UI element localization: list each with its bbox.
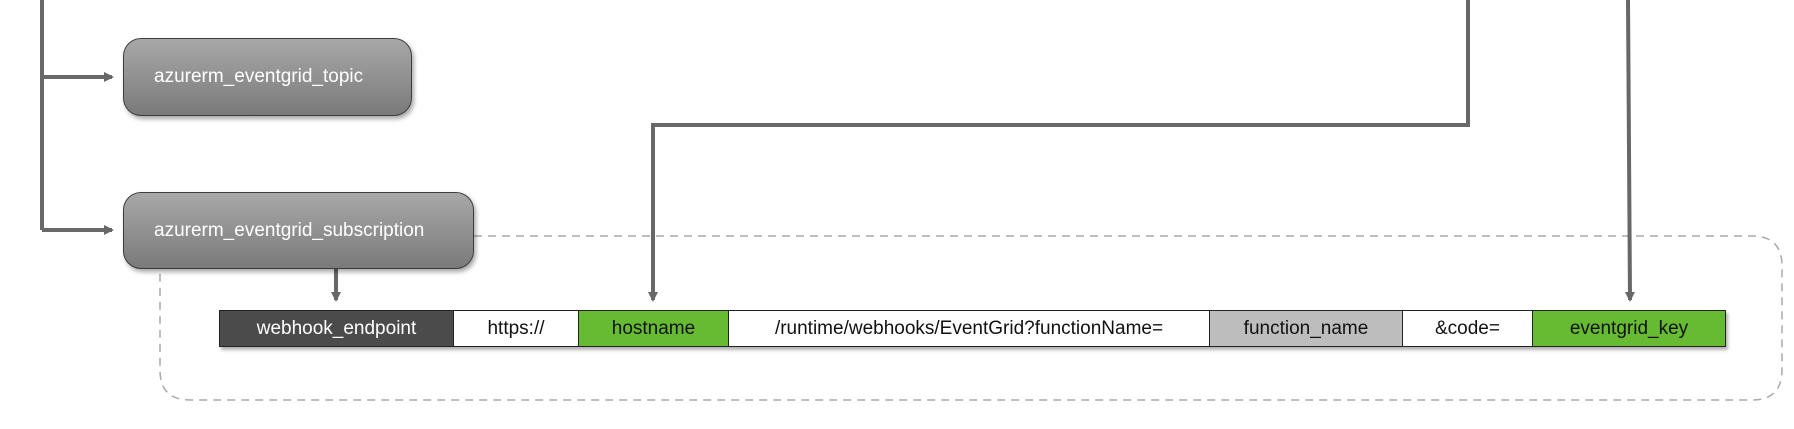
segment-webhook-endpoint: webhook_endpoint [220, 311, 453, 346]
webhook-url-row: webhook_endpoint https:// hostname /runt… [219, 310, 1726, 347]
subscription-group-outline [159, 235, 1783, 401]
segment-hostname-text: hostname [611, 317, 696, 339]
segment-webhook-endpoint-text: webhook_endpoint [256, 317, 417, 339]
eventgrid-subscription-node: azurerm_eventgrid_subscription [123, 192, 474, 269]
segment-function-name-text: function_name [1243, 317, 1369, 339]
segment-https: https:// [453, 311, 578, 346]
segment-code-text: &code= [1435, 317, 1500, 339]
eventgrid-topic-node: azurerm_eventgrid_topic [123, 38, 412, 116]
arrow-to-hostname [648, 0, 1470, 302]
eventgrid-subscription-label: azurerm_eventgrid_subscription [154, 219, 425, 241]
arrow-to-eventgrid-key [1624, 0, 1635, 302]
segment-eventgrid-key: eventgrid_key [1532, 311, 1725, 346]
segment-runtime-path-text: /runtime/webhooks/EventGrid?functionName… [774, 317, 1164, 339]
segment-runtime-path: /runtime/webhooks/EventGrid?functionName… [728, 311, 1209, 346]
segment-function-name: function_name [1209, 311, 1402, 346]
segment-https-text: https:// [487, 317, 545, 339]
eventgrid-topic-label: azurerm_eventgrid_topic [154, 66, 364, 87]
segment-hostname: hostname [578, 311, 728, 346]
segment-code: &code= [1402, 311, 1532, 346]
segment-eventgrid-key-text: eventgrid_key [1569, 317, 1689, 339]
